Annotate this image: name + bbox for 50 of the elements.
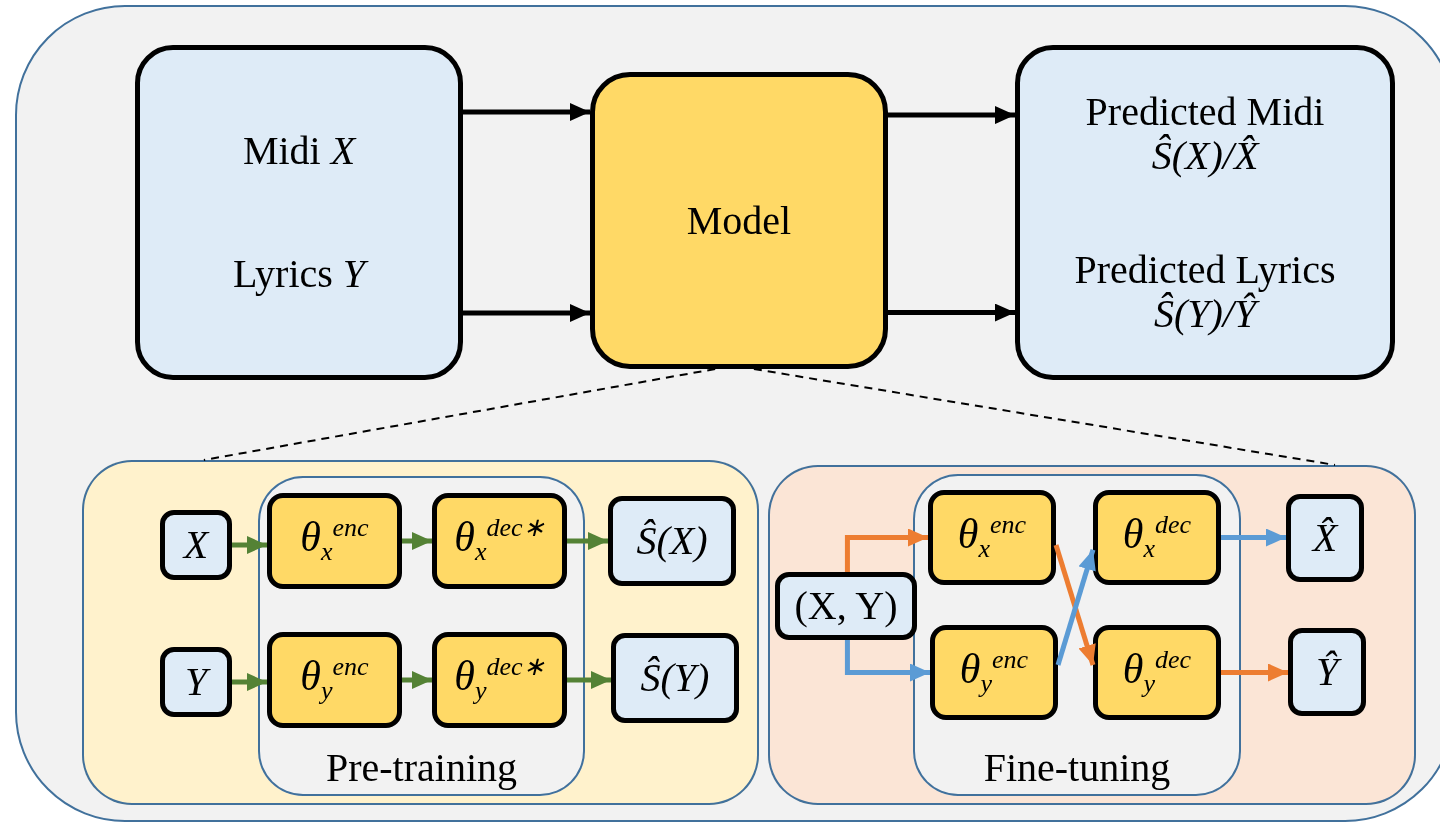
arrow bbox=[888, 106, 1015, 125]
box-label: Predicted Midi bbox=[1085, 89, 1325, 134]
model-box bbox=[590, 72, 888, 369]
data-box bbox=[608, 496, 736, 586]
math-label: X̂ bbox=[1312, 516, 1338, 560]
arrow bbox=[232, 536, 267, 554]
parameter-box bbox=[432, 632, 567, 728]
data-box bbox=[135, 45, 463, 380]
dashed-line bbox=[202, 368, 717, 461]
stage-label: Fine-tuning bbox=[982, 746, 1172, 790]
parameter-box bbox=[1093, 625, 1221, 720]
arrow bbox=[844, 640, 930, 682]
arrow bbox=[463, 103, 590, 121]
arrow bbox=[463, 304, 590, 322]
parameter-box bbox=[930, 625, 1058, 720]
arrow bbox=[567, 532, 608, 550]
math-label: Ŝ(Y) bbox=[640, 656, 710, 700]
arrow bbox=[1221, 663, 1288, 682]
arrow bbox=[232, 673, 267, 691]
data-box bbox=[1286, 494, 1364, 582]
parameter-box bbox=[432, 493, 567, 589]
arrow bbox=[402, 532, 432, 550]
box-label: Midi X bbox=[242, 129, 356, 173]
parameter-box bbox=[1093, 490, 1221, 585]
box-label: Ŝ(X)/X̂ bbox=[1151, 133, 1259, 178]
box-label: Predicted Lyrics bbox=[1074, 247, 1336, 292]
math-label: (X, Y) bbox=[794, 584, 898, 628]
data-box bbox=[160, 647, 232, 717]
box-label: Model bbox=[686, 198, 792, 243]
stage-panel bbox=[768, 465, 1416, 805]
dashed-line bbox=[752, 368, 1336, 466]
parameter-box bbox=[267, 632, 402, 728]
data-box bbox=[160, 510, 232, 580]
parameter-box bbox=[267, 493, 402, 589]
arrow bbox=[844, 528, 928, 572]
stage-panel bbox=[82, 460, 759, 805]
data-box bbox=[611, 633, 739, 723]
data-box bbox=[775, 572, 917, 640]
math-label: X bbox=[183, 523, 209, 567]
stage-frame bbox=[258, 476, 585, 796]
arrow bbox=[1221, 528, 1286, 547]
stage-frame bbox=[913, 474, 1241, 796]
math-label: Ŝ(X) bbox=[636, 519, 708, 563]
stage-label: Pre-training bbox=[324, 746, 519, 790]
parameter-box bbox=[928, 490, 1056, 585]
data-box bbox=[1288, 628, 1366, 716]
arrow bbox=[567, 671, 611, 689]
arrow bbox=[402, 671, 432, 689]
arrow bbox=[888, 303, 1015, 322]
data-box bbox=[1015, 45, 1395, 380]
